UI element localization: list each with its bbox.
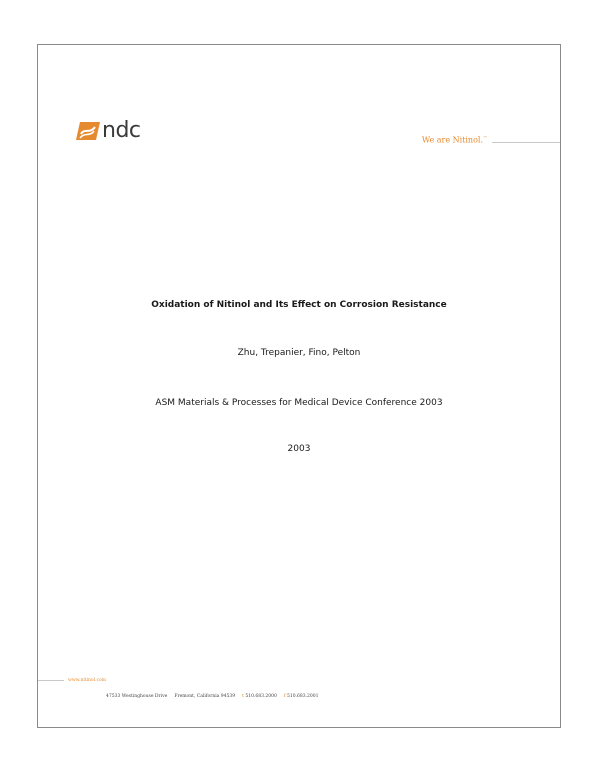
footer-fax-label: f <box>283 694 286 699</box>
footer-phone: 510.683.2000 <box>245 694 277 699</box>
footer-url-block: www.nitinol.com <box>38 678 106 683</box>
tagline-text: We are Nitinol. <box>421 135 483 145</box>
footer-url[interactable]: www.nitinol.com <box>68 678 107 683</box>
document-authors: Zhu, Trepanier, Fino, Pelton <box>237 348 361 358</box>
footer-rule <box>38 680 64 681</box>
logo-wordmark: ndc <box>102 118 141 143</box>
document-conference: ASM Materials & Processes for Medical De… <box>155 398 443 408</box>
footer-street: 47533 Westinghouse Drive <box>106 694 168 699</box>
tagline-trademark: ™ <box>483 135 487 140</box>
document-year: 2003 <box>287 444 311 454</box>
footer-address: 47533 Westinghouse Drive Fremont, Califor… <box>106 694 318 699</box>
footer-city: Fremont, California 94539 <box>174 694 236 699</box>
tagline-block: We are Nitinol.™ <box>422 135 560 145</box>
tagline: We are Nitinol.™ <box>422 135 487 145</box>
document-title: Oxidation of Nitinol and Its Effect on C… <box>151 300 447 310</box>
footer-fax: 510.683.2001 <box>286 694 319 699</box>
footer-phone-label: t <box>242 694 244 699</box>
ndc-logo: ndc <box>76 120 141 142</box>
ndc-logo-icon <box>76 122 100 140</box>
document-page: ndc We are Nitinol.™ Oxidation of Nitino… <box>37 44 561 728</box>
tagline-rule <box>492 141 560 143</box>
